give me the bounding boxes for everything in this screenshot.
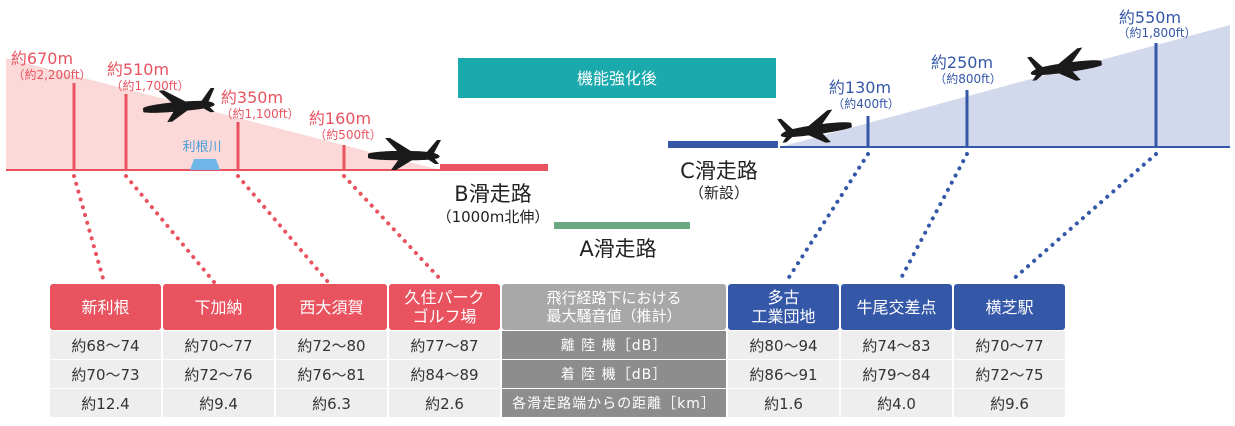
distance-value: 約9.6: [954, 389, 1065, 417]
table-title: 飛行経路下における 最大騒音値（推計）: [502, 284, 726, 330]
takeoff-value: 約77～87: [389, 331, 500, 359]
location-header: 新利根: [50, 284, 161, 330]
distance-value: 約12.4: [50, 389, 161, 417]
takeoff-value: 約80～94: [728, 331, 839, 359]
landing-value: 約86～91: [728, 360, 839, 388]
distance-value: 約6.3: [276, 389, 387, 417]
location-header: 横芝駅: [954, 284, 1065, 330]
connector-dots: [342, 174, 445, 284]
connector-dots: [124, 174, 216, 284]
left-altitude-m: 約160m: [309, 109, 371, 128]
landing-value: 約84～89: [389, 360, 500, 388]
left-altitude-ft: （約1,100ft）: [220, 106, 299, 121]
distance-value: 約4.0: [841, 389, 952, 417]
row-label-landing: 着 陸 機［dB］: [502, 360, 726, 388]
right-altitude-m: 約250m: [931, 53, 993, 72]
landing-value: 約72～76: [163, 360, 274, 388]
location-header: 多古 工業団地: [728, 284, 839, 330]
connector-dots: [897, 152, 969, 284]
runway-c-sub: （新設）: [689, 184, 749, 202]
right-altitude-ft: （約400ft）: [832, 96, 900, 111]
location-header: 下加納: [163, 284, 274, 330]
takeoff-value: 約72～80: [276, 331, 387, 359]
right-glide-area: [780, 25, 1230, 147]
landing-value: 約76～81: [276, 360, 387, 388]
flight-path-diagram: 機能強化後 利根川 B滑走路 （1000m北伸） A滑走路 C滑走路 （新設） …: [6, 8, 1230, 284]
location-header: 西大須賀: [276, 284, 387, 330]
left-altitude-ft: （約1,700ft）: [110, 78, 189, 93]
landing-value: 約72～75: [954, 360, 1065, 388]
left-altitude-m: 約350m: [221, 88, 283, 107]
runway-a-name: A滑走路: [579, 237, 656, 261]
river-shape: [190, 159, 220, 170]
runway-c-name: C滑走路: [680, 159, 758, 183]
river-label: 利根川: [182, 140, 221, 155]
connector-dots: [784, 152, 870, 284]
banner: [458, 58, 776, 98]
left-altitude-m: 約670m: [11, 49, 73, 68]
takeoff-value: 約68～74: [50, 331, 161, 359]
takeoff-value: 約70～77: [954, 331, 1065, 359]
connector-dots: [236, 174, 330, 284]
distance-value: 約1.6: [728, 389, 839, 417]
right-altitude-m: 約130m: [829, 78, 891, 97]
left-altitude-m: 約510m: [107, 60, 169, 79]
location-header: 牛尾交差点: [841, 284, 952, 330]
runway-b-sub: （1000m北伸）: [437, 208, 550, 226]
left-altitude-ft: （約500ft）: [314, 127, 382, 142]
distance-value: 約2.6: [389, 389, 500, 417]
row-label-takeoff: 離 陸 機［dB］: [502, 331, 726, 359]
runway-c-bar: [668, 141, 778, 148]
left-altitude-ft: （約2,200ft）: [12, 67, 91, 82]
takeoff-value: 約74～83: [841, 331, 952, 359]
connector-dots: [72, 174, 106, 284]
right-altitude-ft: （約800ft）: [934, 71, 1002, 86]
runway-b-bar: [440, 164, 548, 171]
banner-text: 機能強化後: [577, 69, 657, 88]
distance-value: 約9.4: [163, 389, 274, 417]
landing-value: 約70～73: [50, 360, 161, 388]
right-altitude-m: 約550m: [1119, 8, 1181, 27]
row-label-distance: 各滑走路端からの距離［km］: [502, 389, 726, 417]
runway-b-name: B滑走路: [454, 182, 531, 206]
runway-a-bar: [554, 222, 690, 229]
right-altitude-ft: （約1,800ft）: [1117, 25, 1196, 40]
landing-value: 約79～84: [841, 360, 952, 388]
takeoff-value: 約70～77: [163, 331, 274, 359]
connector-dots: [1008, 152, 1158, 284]
noise-table: 新利根 下加納 西大須賀 久住パーク ゴルフ場 飛行経路下における 最大騒音値（…: [50, 284, 1065, 417]
left-glide-area: [6, 58, 440, 170]
location-header: 久住パーク ゴルフ場: [389, 284, 500, 330]
